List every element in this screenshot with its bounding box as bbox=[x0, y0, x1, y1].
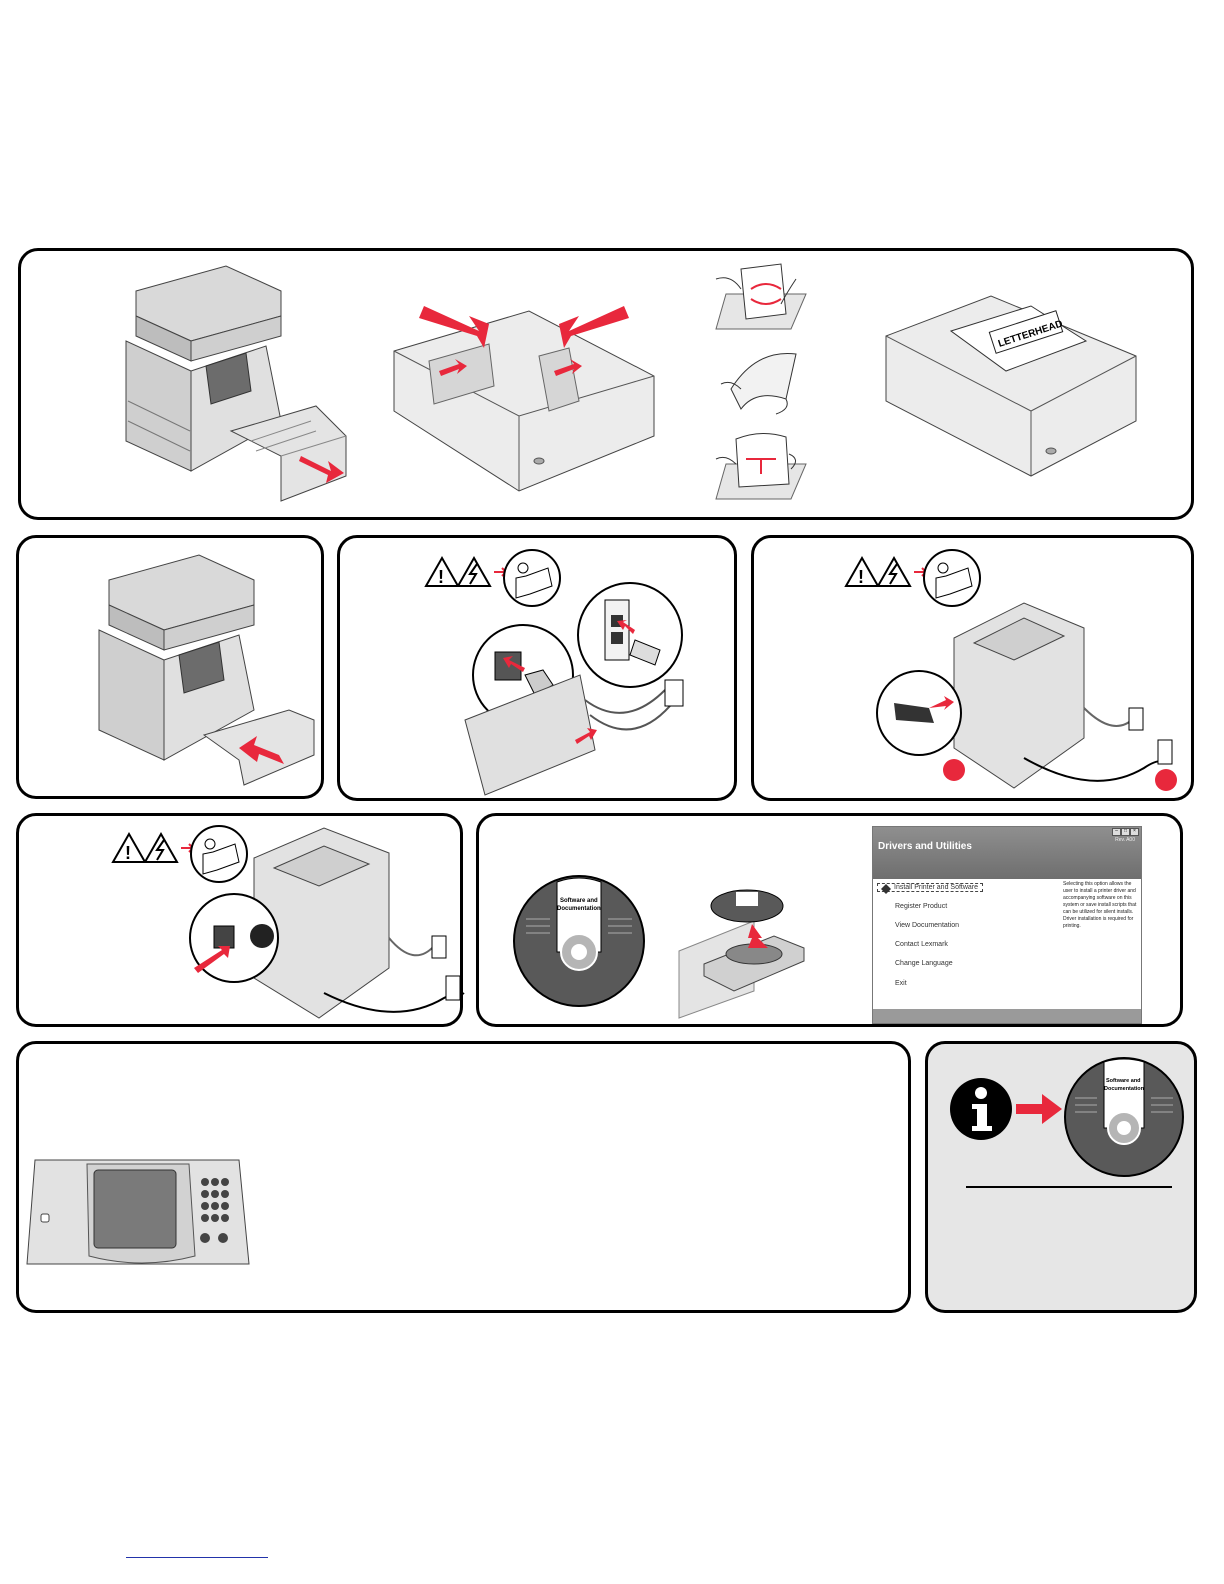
svg-text:!: ! bbox=[438, 567, 444, 587]
phone-arrow-b bbox=[617, 620, 635, 634]
callout-dot-b bbox=[1155, 769, 1177, 791]
info-panel: Software and Documentation bbox=[925, 1041, 1197, 1313]
info-cd-label-line1: Software and bbox=[1106, 1078, 1141, 1084]
installer-footer bbox=[873, 1009, 1141, 1023]
menu-register-product[interactable]: Register Product bbox=[895, 903, 948, 910]
info-cd-label-line2: Documentation bbox=[1104, 1086, 1145, 1092]
callout-dot-a bbox=[943, 759, 965, 781]
step-panel-load-tray: LETTERHEAD bbox=[18, 248, 1194, 520]
pull-arrow bbox=[299, 456, 344, 483]
minimize-icon[interactable]: – bbox=[1112, 828, 1121, 836]
squeeze-arrow-right bbox=[559, 306, 629, 348]
diamond-bullet-icon bbox=[881, 884, 891, 894]
software-cd-illustration: Software and Documentation bbox=[513, 875, 645, 1007]
plug-arrow bbox=[929, 696, 954, 710]
warning-read-manual-icon-2: ! bbox=[844, 549, 981, 607]
step-panel-phone-line: ! bbox=[337, 535, 737, 801]
power-cord-illustration bbox=[876, 602, 1177, 791]
maximize-icon[interactable]: □ bbox=[1121, 828, 1130, 836]
info-divider bbox=[966, 1186, 1172, 1188]
phone-line-illustration bbox=[464, 582, 684, 796]
close-icon[interactable]: × bbox=[1130, 828, 1139, 836]
installer-revision: Rev. A00 bbox=[1115, 837, 1135, 843]
installer-title-bar: Drivers and Utilities Rev. A00 bbox=[873, 827, 1141, 879]
installer-window: Drivers and Utilities Rev. A00 – □ × Ins… bbox=[872, 826, 1142, 1024]
insert-arrow bbox=[748, 924, 768, 948]
installer-description: Selecting this option allows the user to… bbox=[1063, 881, 1137, 929]
cd-label-line2: Documentation bbox=[557, 906, 601, 912]
menu-install-printer-software[interactable]: Install Printer and Software bbox=[877, 883, 984, 892]
phone-arrow-a bbox=[503, 656, 525, 672]
warning-read-manual-icon-3: ! bbox=[111, 825, 248, 883]
svg-text:!: ! bbox=[125, 843, 131, 863]
menu-change-language[interactable]: Change Language bbox=[895, 960, 953, 967]
footer-link-underline bbox=[126, 1557, 268, 1558]
step-panel-power-switch: ! bbox=[16, 813, 465, 1027]
menu-view-documentation[interactable]: View Documentation bbox=[895, 922, 960, 929]
flex-paper-illustration bbox=[715, 263, 807, 500]
printer-insert-tray-illustration bbox=[98, 554, 315, 786]
info-cd-illustration: Software and Documentation bbox=[1064, 1057, 1184, 1177]
cd-drive-insert-illustration bbox=[678, 889, 805, 1019]
step-panel-control-panel bbox=[16, 1041, 911, 1313]
push-arrow bbox=[239, 736, 284, 764]
info-icon bbox=[950, 1078, 1012, 1140]
switch-arrow bbox=[194, 946, 230, 973]
squeeze-arrow-left bbox=[419, 306, 489, 348]
warning-read-manual-icon: ! bbox=[424, 549, 561, 607]
control-panel-illustration bbox=[26, 1159, 250, 1265]
step-panel-install-software: Software and Documentation Drivers and U… bbox=[476, 813, 1183, 1027]
info-arrow-icon bbox=[1016, 1094, 1062, 1124]
tray-guides-illustration bbox=[393, 306, 655, 492]
menu-contact-lexmark[interactable]: Contact Lexmark bbox=[895, 941, 948, 948]
power-switch-illustration bbox=[189, 827, 465, 1019]
installer-title: Drivers and Utilities bbox=[878, 841, 972, 852]
printer-tray-open-illustration bbox=[125, 265, 347, 502]
loaded-tray-illustration: LETTERHEAD bbox=[885, 295, 1137, 477]
svg-text:!: ! bbox=[858, 567, 864, 587]
step-panel-insert-tray bbox=[16, 535, 324, 799]
step-panel-power-cord: ! bbox=[751, 535, 1194, 801]
cd-label-line1: Software and bbox=[560, 898, 598, 904]
menu-exit[interactable]: Exit bbox=[895, 980, 907, 987]
